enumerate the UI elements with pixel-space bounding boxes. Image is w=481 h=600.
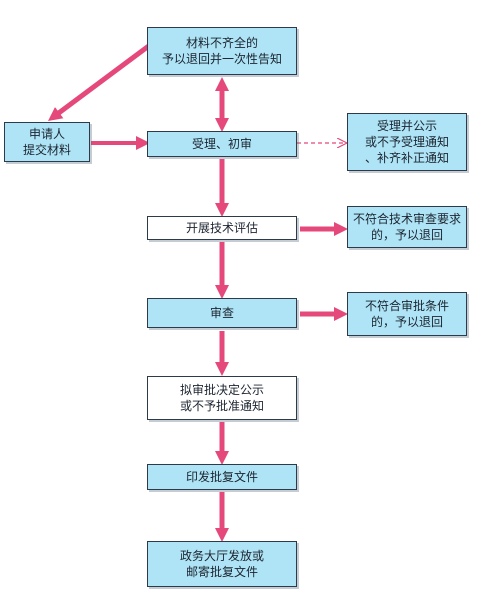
node-applicant-line2: 提交材料 bbox=[22, 143, 71, 157]
node-applicant-submit: 申请人 提交材料 bbox=[4, 122, 90, 162]
node-reviewreject-line1: 不符合审批条件 bbox=[364, 299, 449, 313]
node-draft-decision: 拟审批决定公示 或不予批准通知 bbox=[147, 376, 297, 420]
node-deliver-line1: 政务大厅发放或 bbox=[179, 549, 264, 563]
node-incomplete-line2: 予以退回并一次性告知 bbox=[161, 52, 282, 66]
node-techreject-line1: 不符合技术审查要求 bbox=[352, 212, 461, 226]
node-applicant-line1: 申请人 bbox=[28, 127, 65, 141]
node-issue-approval: 印发批复文件 bbox=[147, 464, 297, 490]
node-accept-initial-review: 受理、初审 bbox=[147, 131, 297, 157]
node-review-reject: 不符合审批条件 的，予以退回 bbox=[347, 292, 467, 336]
node-deliver-line2: 邮寄批复文件 bbox=[185, 565, 258, 579]
node-techreject-line2: 的，予以退回 bbox=[370, 228, 443, 242]
node-reviewreject-line2: 的，予以退回 bbox=[370, 315, 443, 329]
arrow-incomplete-to-applicant bbox=[47, 42, 152, 121]
node-draft-line2: 或不予批准通知 bbox=[179, 399, 264, 413]
node-accept-line1: 受理、初审 bbox=[191, 137, 252, 151]
node-deliver-approval: 政务大厅发放或 邮寄批复文件 bbox=[147, 541, 297, 587]
node-issue-line1: 印发批复文件 bbox=[185, 470, 258, 484]
node-notice-line3: 、补齐补正通知 bbox=[364, 151, 449, 165]
node-incomplete-materials: 材料不齐全的 予以退回并一次性告知 bbox=[147, 27, 297, 75]
node-notice-line2: 或不予受理通知 bbox=[364, 135, 449, 149]
node-review: 审查 bbox=[147, 298, 297, 328]
node-draft-line1: 拟审批决定公示 bbox=[179, 383, 264, 397]
node-incomplete-line1: 材料不齐全的 bbox=[185, 36, 258, 50]
node-accept-notice: 受理并公示 或不予受理通知 、补齐补正通知 bbox=[347, 113, 467, 171]
node-techeval-line1: 开展技术评估 bbox=[185, 221, 258, 235]
node-review-line1: 审查 bbox=[209, 306, 234, 320]
node-notice-line1: 受理并公示 bbox=[376, 119, 437, 133]
node-technical-reject: 不符合技术审查要求 的，予以退回 bbox=[347, 206, 467, 248]
node-technical-evaluation: 开展技术评估 bbox=[147, 216, 297, 240]
